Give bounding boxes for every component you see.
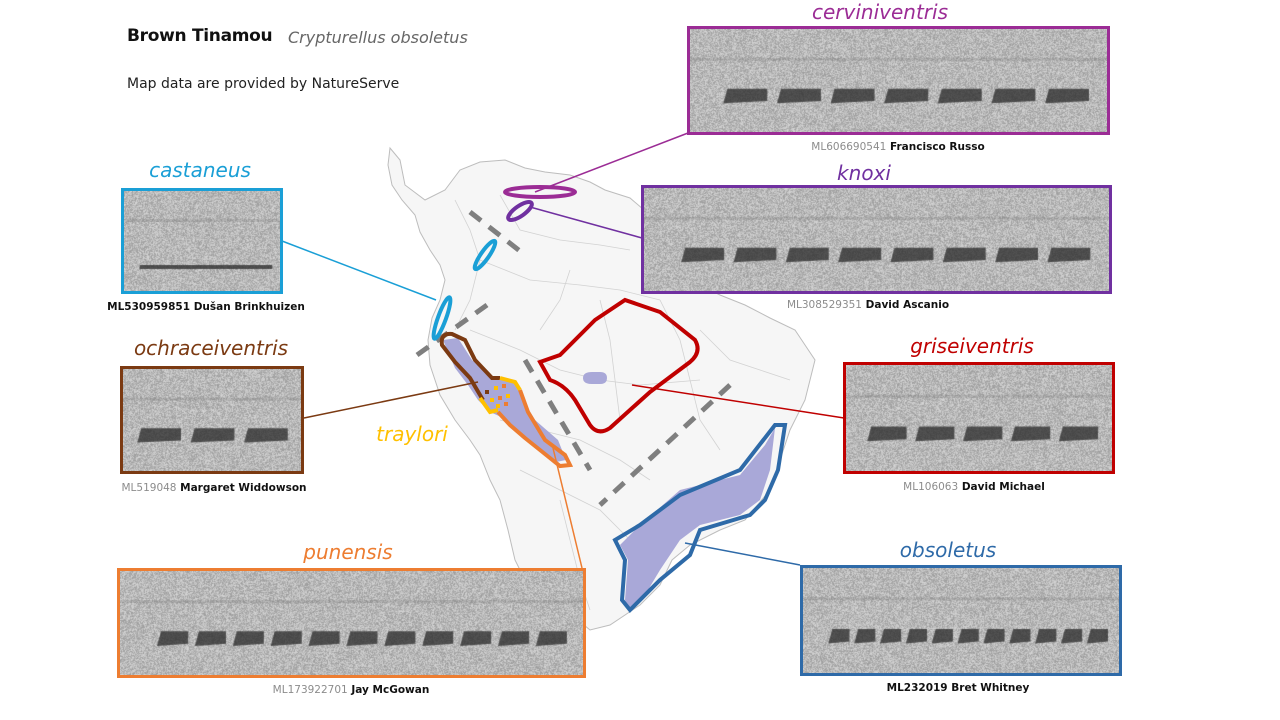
spectrogram-cerviniventris[interactable]	[687, 26, 1110, 135]
caption-castaneus: ML530959851 Dušan Brinkhuizen	[107, 301, 305, 313]
spectrogram-image	[123, 369, 301, 471]
ml-catalog-link[interactable]: ML606690541	[811, 141, 887, 153]
range-outline-obsoletus	[612, 423, 788, 613]
spectrogram-punensis[interactable]	[117, 568, 586, 678]
label-cerviniventris: cerviniventris	[811, 0, 949, 24]
label-castaneus: castaneus	[149, 158, 251, 182]
recordist: Francisco Russo	[890, 141, 985, 153]
ml-catalog-link[interactable]: ML173922701	[272, 684, 348, 696]
leader-griseiventris	[631, 384, 845, 419]
range-outline-ochraceiventris	[439, 331, 500, 402]
ml-catalog-link[interactable]: ML519048	[121, 482, 177, 494]
recordist: Jay McGowan	[351, 684, 430, 696]
recordist: Dušan Brinkhuizen	[193, 301, 305, 313]
caption-knoxi: ML308529351 David Ascanio	[787, 299, 949, 311]
leader-punensis	[552, 447, 583, 569]
spectrogram-obsoletus[interactable]	[800, 565, 1122, 676]
traylori-contact-zone	[485, 384, 510, 408]
spectrogram-knoxi[interactable]	[641, 185, 1112, 294]
range-outline-knoxi	[506, 199, 534, 223]
range-outline-castaneus-south	[431, 295, 453, 341]
range-fill-griseiventris	[583, 372, 607, 384]
label-ochraceiventris: ochraceiventris	[133, 336, 289, 360]
spectrogram-griseiventris[interactable]	[843, 362, 1115, 474]
ml-catalog-link[interactable]: ML232019	[886, 682, 948, 694]
divider-southeast	[598, 383, 732, 507]
leader-ochraceiventris	[303, 381, 479, 419]
spectrogram-image	[803, 568, 1119, 673]
caption-punensis: ML173922701 Jay McGowan	[273, 684, 430, 696]
caption-ochraceiventris: ML519048 Margaret Widdowson	[121, 482, 306, 494]
label-punensis: punensis	[303, 540, 393, 564]
leader-cerviniventris	[534, 132, 689, 193]
recordist: Margaret Widdowson	[180, 482, 307, 494]
range-fill-obsoletus	[620, 428, 775, 612]
ml-catalog-link[interactable]: ML308529351	[786, 299, 862, 311]
caption-cerviniventris: ML606690541 Francisco Russo	[811, 141, 984, 153]
spectrogram-ochraceiventris[interactable]	[120, 366, 304, 474]
caption-obsoletus: ML232019 Bret Whitney	[887, 682, 1030, 694]
leader-knoxi	[529, 206, 643, 239]
leader-castaneus	[281, 240, 437, 301]
spectrogram-image	[124, 191, 280, 291]
divider-west	[408, 302, 489, 363]
species-common-name: Brown Tinamou	[127, 26, 273, 46]
range-outline-punensis	[496, 389, 574, 469]
label-griseiventris: griseiventris	[910, 334, 1034, 358]
ml-catalog-link[interactable]: ML106063	[903, 481, 959, 493]
map-credit: Map data are provided by NatureServe	[127, 76, 400, 92]
range-outline-traylori	[478, 376, 522, 415]
range-fill-ochraceiventris-punensis	[443, 338, 566, 462]
range-outline-cerviniventris	[503, 185, 577, 199]
label-knoxi: knoxi	[837, 161, 891, 185]
label-traylori: traylori	[376, 422, 448, 446]
range-outline-griseiventris	[537, 297, 700, 434]
leader-obsoletus	[684, 542, 801, 566]
caption-griseiventris: ML106063 David Michael	[903, 481, 1045, 493]
spectrogram-image	[644, 188, 1109, 291]
spectrogram-image	[690, 29, 1107, 132]
ml-catalog-link[interactable]: ML530959851	[107, 301, 191, 313]
spectrogram-castaneus[interactable]	[121, 188, 283, 294]
recordist: David Ascanio	[865, 299, 950, 311]
range-outline-castaneus-north	[472, 238, 498, 272]
divider-central	[522, 358, 593, 472]
spectrogram-image	[846, 365, 1112, 471]
recordist: Bret Whitney	[951, 682, 1030, 694]
recordist: David Michael	[961, 481, 1045, 493]
subspecies-dividers	[408, 210, 732, 507]
spectrogram-image	[120, 571, 583, 675]
species-scientific-name: Crypturellus obsoletus	[288, 28, 468, 47]
label-obsoletus: obsoletus	[899, 538, 997, 562]
divider-north	[468, 210, 527, 257]
